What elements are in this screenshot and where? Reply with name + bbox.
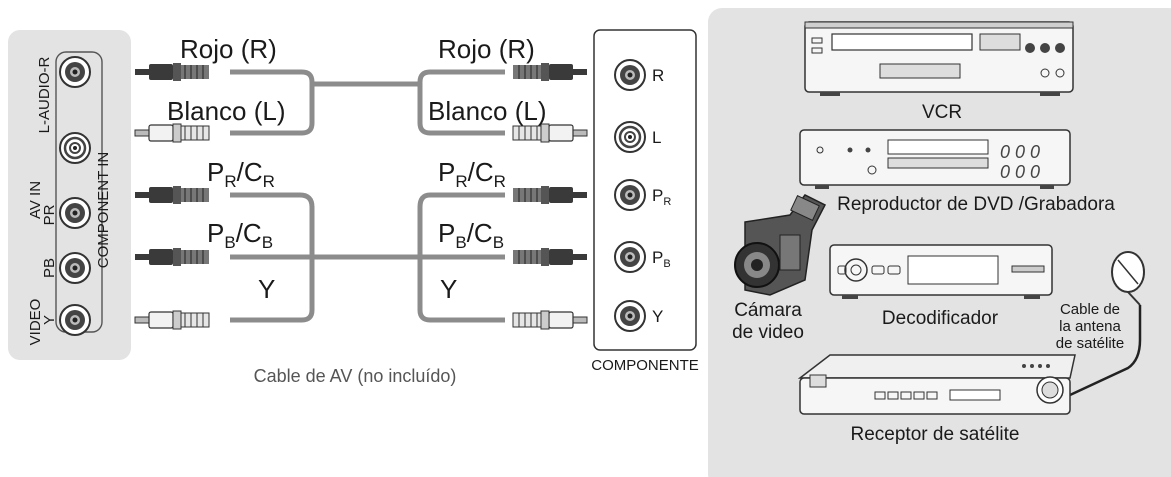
dvd-label: Reproductor de DVD /Grabadora [837, 194, 1115, 215]
receiver-label: Receptor de satélite [851, 424, 1020, 445]
antenna-label-2: la antena [1059, 318, 1121, 335]
component-pb-label: PB [652, 248, 671, 270]
pb-label-left: PB/CB [207, 218, 273, 252]
pb-plug-icon [134, 247, 210, 267]
component-y-jack-icon [614, 300, 646, 332]
y-plug-icon [134, 310, 210, 330]
white-label-left: Blanco (L) [167, 96, 286, 126]
pr-plug-right-icon [512, 185, 588, 205]
white-label-right: Blanco (L) [428, 96, 547, 126]
decoder-icon [829, 244, 1053, 299]
cable-caption: Cable de AV (no incluído) [254, 366, 457, 386]
y-plug-right-icon [512, 310, 588, 330]
red-plug-right-icon [512, 62, 588, 82]
red-label-left: Rojo (R) [180, 34, 277, 64]
svg-text:0 0 0: 0 0 0 [1000, 142, 1040, 162]
y-label-right: Y [440, 274, 457, 304]
component-label: COMPONENTE [591, 357, 699, 374]
audio-label: L-AUDIO-R [36, 56, 53, 133]
cable-labels-left: Rojo (R) Blanco (L) PR/CR PB/CB Y [167, 34, 286, 304]
component-in-label: COMPONENT IN [95, 152, 112, 268]
vcr-label: VCR [922, 102, 962, 123]
pb-label: PB [41, 258, 58, 278]
component-r-label: R [652, 66, 664, 85]
component-pr-jack-icon [614, 179, 646, 211]
pb-label-right: PB/CB [438, 218, 504, 252]
devices-panel: VCR 0 0 0 0 0 0 Reproductor de DVD /Grab… [708, 8, 1171, 477]
antenna-label-1: Cable de [1060, 301, 1120, 318]
red-label-right: Rojo (R) [438, 34, 535, 64]
camcorder-icon [734, 194, 827, 296]
component-l-jack-icon [613, 120, 647, 154]
component-panel: R L PR PB Y COMPONENTE [591, 29, 699, 374]
av-in-label: AV IN [27, 181, 44, 219]
pb-plug-right-icon [512, 247, 588, 267]
tv-av-panel: L-AUDIO-R AV IN COMPONENT IN VIDEO PR PB… [8, 30, 131, 360]
satellite-receiver-icon [797, 354, 1076, 415]
component-r-jack-icon [614, 59, 646, 91]
cable-labels-right: Rojo (R) Blanco (L) PR/CR PB/CB Y [428, 34, 547, 304]
pr-jack-icon [59, 197, 91, 229]
camcorder-label-1: Cámara [734, 300, 802, 321]
satellite-dish-icon [1069, 251, 1145, 397]
decoder-label: Decodificador [882, 308, 999, 329]
audio-r-jack-icon [59, 56, 91, 88]
y-label-left: Y [258, 274, 275, 304]
component-pr-label: PR [652, 186, 671, 208]
pb-jack-icon [59, 252, 91, 284]
audio-l-jack-icon [58, 131, 92, 165]
dvd-player-icon: 0 0 0 0 0 0 [799, 129, 1071, 189]
white-plug-right-icon [512, 123, 588, 143]
white-plug-icon [134, 123, 210, 143]
svg-text:0 0 0: 0 0 0 [1000, 162, 1040, 182]
component-pb-jack-icon [614, 241, 646, 273]
white-cable [230, 84, 505, 136]
camcorder-label-2: de video [732, 322, 804, 343]
y-label: Y [41, 315, 58, 325]
antenna-label-3: de satélite [1056, 335, 1124, 352]
pr-label: PR [41, 204, 58, 225]
component-y-label: Y [652, 307, 663, 326]
pr-label-left: PR/CR [207, 157, 275, 191]
cables [230, 69, 505, 323]
red-cable [230, 69, 505, 87]
video-label: VIDEO [27, 299, 44, 346]
component-l-label: L [652, 128, 661, 147]
vcr-icon [804, 21, 1074, 96]
pr-plug-icon [134, 185, 210, 205]
pr-label-right: PR/CR [438, 157, 506, 191]
red-plug-icon [134, 62, 210, 82]
y-video-jack-icon [59, 304, 91, 336]
